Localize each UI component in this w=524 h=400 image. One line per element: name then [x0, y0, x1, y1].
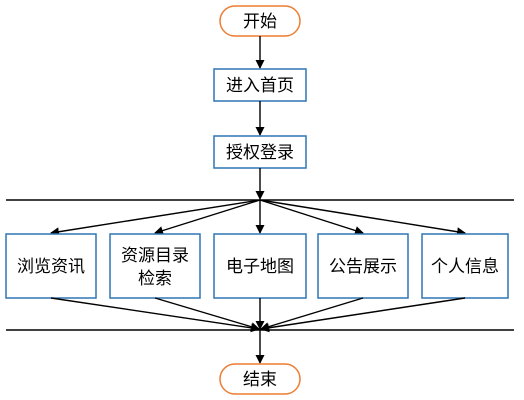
- arrow-module-4-to-join: [260, 297, 364, 331]
- step-enter-home-label: 进入首页: [226, 76, 294, 96]
- join-arrows: [50, 297, 466, 333]
- module-personal-info: 个人信息: [421, 233, 509, 299]
- arrow-module-5-to-join: [260, 297, 466, 333]
- module-resource-catalog-search-label-line-1: 资源目录: [121, 246, 189, 266]
- step-authorize-login-label: 授权登录: [226, 143, 294, 163]
- fork-arrows: [50, 199, 466, 237]
- start-label: 开始: [243, 12, 277, 32]
- module-browse-news-label: 浏览资讯: [17, 257, 85, 277]
- end-label: 结束: [243, 370, 277, 390]
- arrow-module-2-to-join: [154, 297, 260, 332]
- module-announcement-display: 公告展示: [317, 233, 409, 299]
- end-node: 结束: [219, 363, 301, 395]
- module-browse-news: 浏览资讯: [5, 233, 97, 299]
- module-electronic-map: 电子地图: [213, 233, 307, 299]
- arrow-fork-to-module-5: [259, 199, 466, 237]
- step-authorize-login: 授权登录: [213, 135, 307, 169]
- module-resource-catalog-search-label-line-2: 检索: [138, 269, 172, 289]
- arrow-module-1-to-join: [50, 297, 260, 333]
- module-electronic-map-label: 电子地图: [226, 257, 294, 277]
- arrow-fork-to-module-1: [50, 199, 261, 237]
- arrow-fork-to-module-2: [154, 199, 261, 235]
- arrow-fork-to-module-4: [259, 199, 364, 235]
- start-node: 开始: [219, 5, 301, 37]
- module-announcement-display-label: 公告展示: [329, 257, 397, 277]
- module-personal-info-label: 个人信息: [431, 257, 499, 277]
- step-enter-home: 进入首页: [213, 68, 307, 102]
- module-resource-catalog-search: 资源目录 检索: [109, 233, 201, 299]
